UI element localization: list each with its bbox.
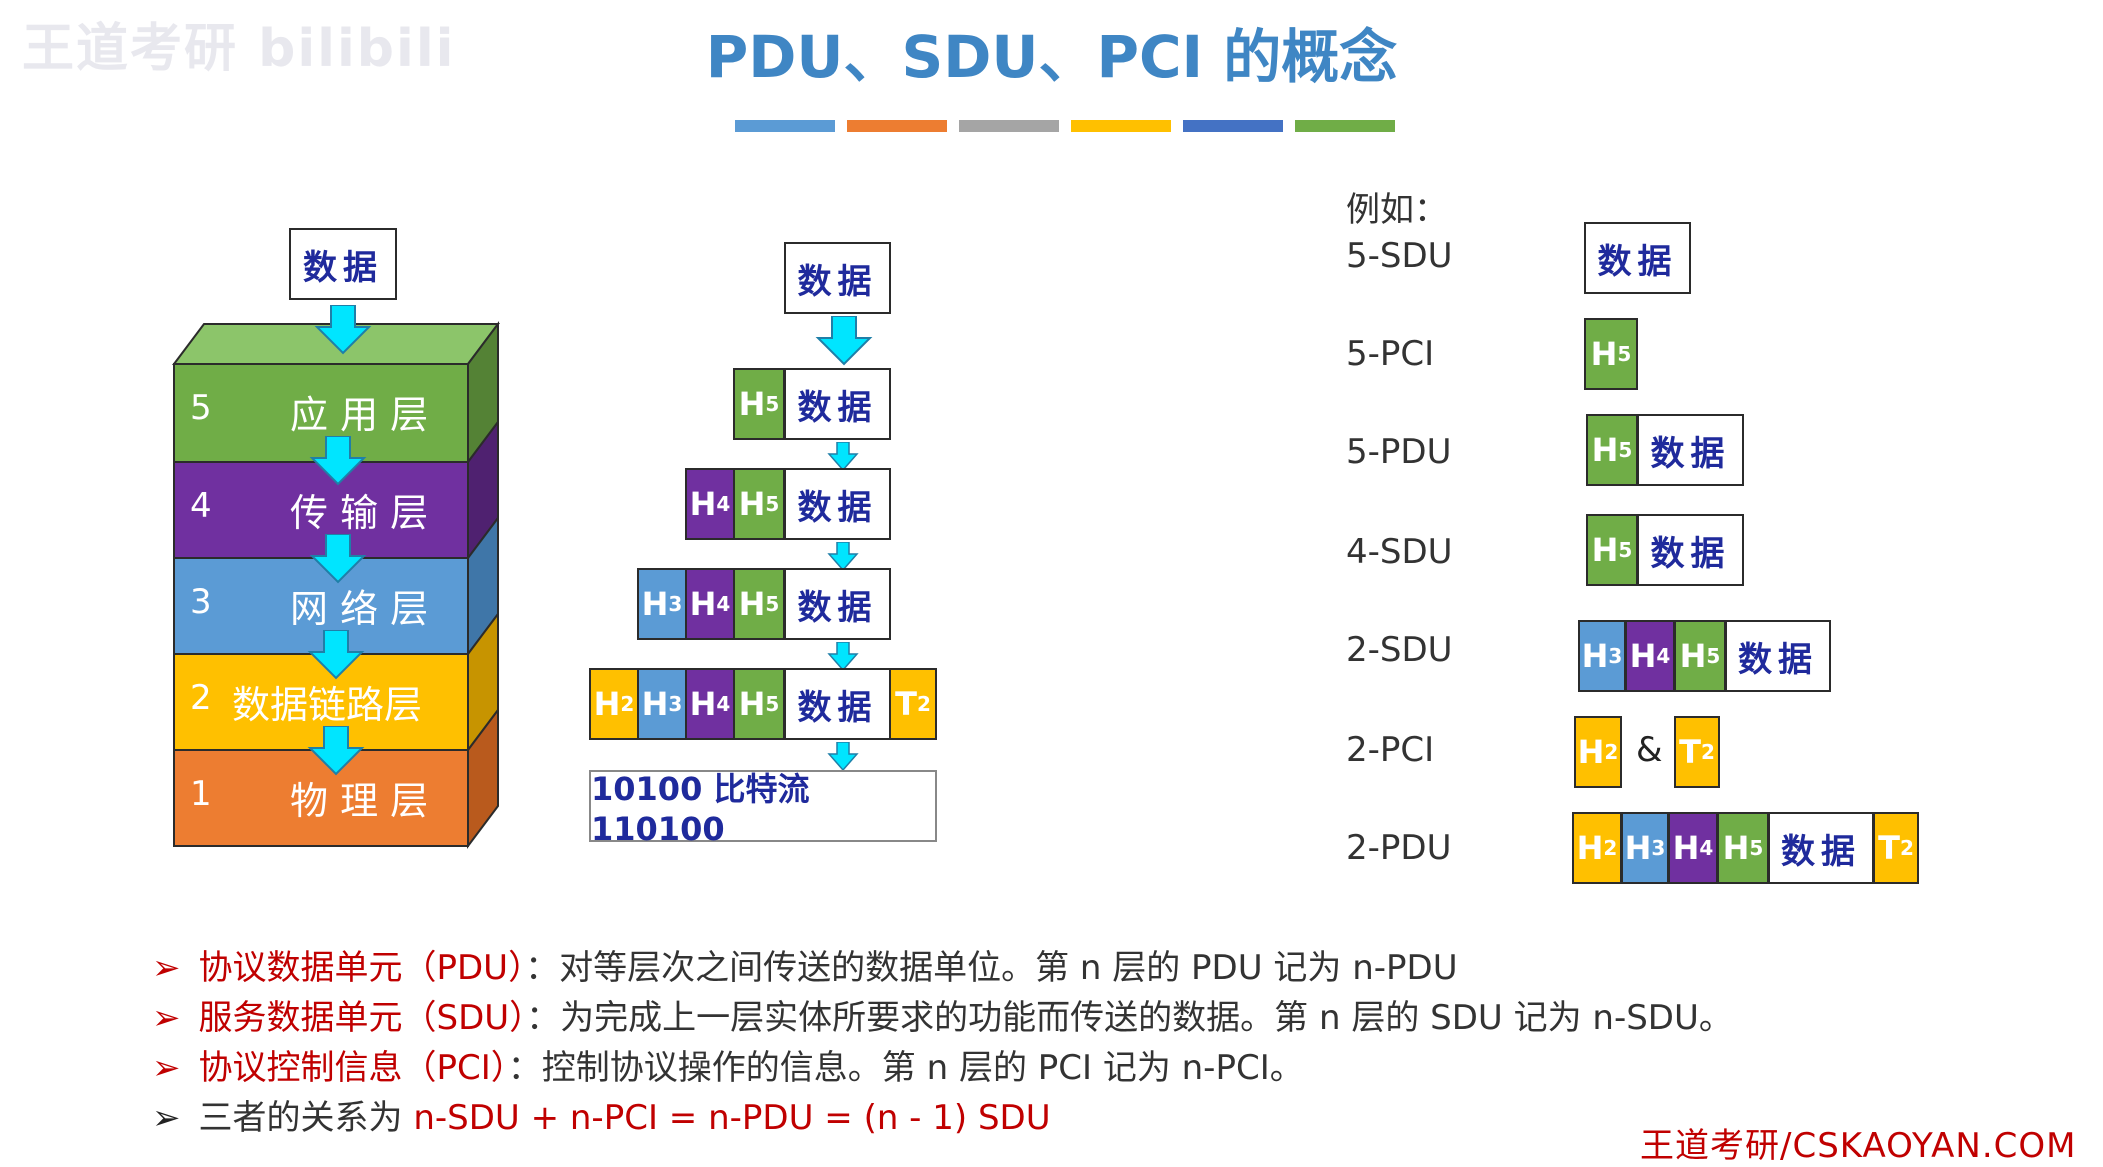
example-heading: 例如： (1346, 190, 1448, 230)
layer-4-name: 传 输 层 (290, 491, 429, 535)
title-bar-segment (1183, 120, 1283, 132)
layer-1-name: 物 理 层 (290, 779, 429, 823)
small-down-arrow-icon (827, 742, 859, 772)
relation-formula: n-SDU + n-PCI = n-PDU = (n - 1) SDU (413, 1098, 1051, 1138)
data-box: 数据 (784, 368, 891, 440)
bullet-desc: ：对等层次之间传送的数据单位。第 n 层的 PDU 记为 n-PDU (525, 948, 1458, 988)
layer-5-name: 应 用 层 (290, 393, 429, 437)
example-label-2-sdu: 2-SDU (1346, 630, 1453, 670)
bullet-arrow-icon: ➢ (152, 998, 181, 1038)
title-bar-segment (1295, 120, 1395, 132)
bullet-arrow-icon: ➢ (152, 1098, 181, 1138)
ampersand: & (1636, 730, 1663, 770)
layer-1-number: 1 (190, 774, 212, 814)
bullet-relation: ➢ 三者的关系为 n-SDU + n-PCI = n-PDU = (n - 1) … (152, 1090, 1051, 1139)
data-box: 数据 (784, 568, 891, 640)
title-bar-segment (847, 120, 947, 132)
data-box: 数据 (1637, 514, 1744, 586)
down-arrow-icon (309, 436, 367, 486)
example-label-5-pdu: 5-PDU (1346, 432, 1452, 472)
data-box: 数据 (784, 468, 891, 540)
bullet-arrow-icon: ➢ (152, 948, 181, 988)
bullet-desc: ：为完成上一层实体所要求的功能而传送的数据。第 n 层的 SDU 记为 n-SD… (526, 998, 1733, 1038)
down-arrow-icon (307, 726, 365, 776)
bitstream-box: 10100 比特流 110100 (589, 770, 937, 848)
example-label-5-sdu: 5-SDU (1346, 236, 1453, 276)
bullet-arrow-icon: ➢ (152, 1048, 181, 1088)
down-arrow-icon (815, 316, 873, 366)
bullet-sdu: ➢ 服务数据单元（SDU）：为完成上一层实体所要求的功能而传送的数据。第 n 层的… (152, 990, 1733, 1039)
layer-2-name: 数据链路层 (232, 683, 423, 727)
small-down-arrow-icon (827, 442, 859, 472)
data-box: 数据 (1768, 812, 1874, 884)
layer-4-front-face (173, 461, 469, 559)
layer-3-name: 网 络 层 (290, 587, 429, 631)
data-box: 数据 (1725, 620, 1831, 692)
layer-4-number: 4 (190, 486, 212, 526)
down-arrow-icon (307, 630, 365, 680)
data-box: 数据 (784, 668, 891, 740)
layer-3-number: 3 (190, 582, 212, 622)
bullet-pdu: ➢ 协议数据单元（PDU）：对等层次之间传送的数据单位。第 n 层的 PDU 记为… (152, 940, 1458, 989)
down-arrow-icon (309, 534, 367, 584)
data-box: 数据 (1584, 222, 1691, 294)
example-label-2-pdu: 2-PDU (1346, 828, 1452, 868)
bullet-lead: 三者的关系为 (198, 1098, 414, 1138)
bullet-desc: ：控制协议操作的信息。第 n 层的 PCI 记为 n-PCI。 (507, 1048, 1304, 1088)
title-color-bar (735, 120, 1395, 132)
layer-1-side-face (467, 707, 499, 849)
bullet-term: 服务数据单元（SDU） (198, 998, 527, 1038)
stack-top-data-box: 数据 (289, 228, 397, 300)
bullet-term: 协议控制信息（PCI） (198, 1048, 508, 1088)
layer-5-front-face (173, 363, 469, 463)
layer-2-number: 2 (190, 678, 212, 718)
footer-brand: 王道考研/CSKAOYAN.COM (1640, 1126, 2077, 1166)
example-label-4-sdu: 4-SDU (1346, 532, 1453, 572)
layer-5-number: 5 (190, 388, 212, 428)
encap-data-box: 数据 (784, 242, 891, 314)
example-label-2-pci: 2-PCI (1346, 730, 1435, 770)
data-box: 数据 (1637, 414, 1744, 486)
bullet-term: 协议数据单元（PDU） (198, 948, 526, 988)
title-bar-segment (735, 120, 835, 132)
small-down-arrow-icon (827, 642, 859, 672)
page-title: PDU、SDU、PCI 的概念 (705, 23, 1398, 91)
small-down-arrow-icon (827, 542, 859, 572)
layer-stack-3d (172, 321, 500, 849)
layer-1-front-face (173, 749, 469, 847)
watermark: 王道考研 bilibili (22, 19, 456, 79)
down-arrow-icon (314, 305, 372, 355)
bullet-pci: ➢ 协议控制信息（PCI）：控制协议操作的信息。第 n 层的 PCI 记为 n-P… (152, 1040, 1304, 1089)
title-bar-segment (1071, 120, 1171, 132)
example-label-5-pci: 5-PCI (1346, 334, 1435, 374)
title-bar-segment (959, 120, 1059, 132)
